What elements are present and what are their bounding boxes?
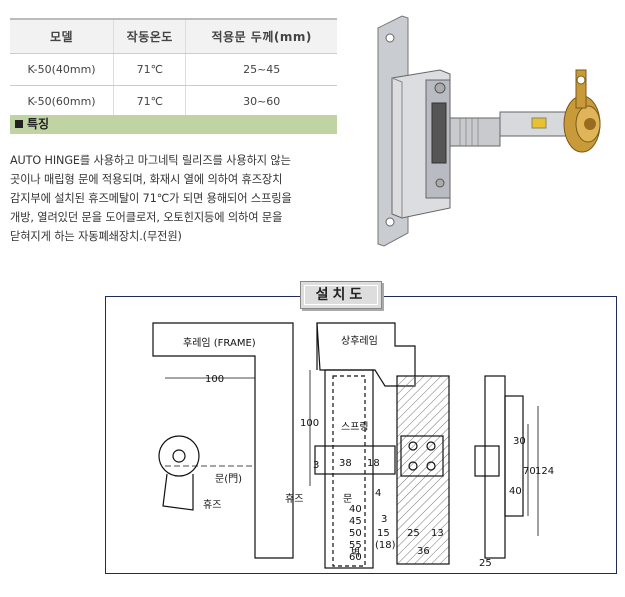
dim-100-vertical: 100 xyxy=(300,418,319,429)
table-row: K-50(40mm) 71℃ 25~45 xyxy=(10,53,337,86)
dim-25b: 25 xyxy=(479,558,492,569)
dim-25a: 25 xyxy=(407,528,420,539)
dim-4: 4 xyxy=(375,488,381,499)
drawing-title: 설치도 xyxy=(300,281,382,309)
dim-50: 50 xyxy=(349,528,362,539)
spec-header-row: 모델 작동온도 적용문 두께(mm) xyxy=(10,18,337,54)
dim-3b: 3 xyxy=(381,514,387,525)
table-row: K-50(60mm) 71℃ 30~60 xyxy=(10,85,337,118)
door-label: 문(門) xyxy=(215,473,242,485)
header-thickness: 적용문 두께(mm) xyxy=(185,18,337,54)
upper-frame-label: 상후레임 xyxy=(341,334,378,347)
features-heading-bar: 특징 xyxy=(10,115,337,134)
fuse-label: 휴즈 xyxy=(203,499,221,511)
bullet-square-icon xyxy=(15,119,23,128)
dim-30: 30 xyxy=(513,436,526,447)
header-temp: 작동온도 xyxy=(113,18,186,54)
dim-70: 70 xyxy=(523,466,536,477)
product-photo xyxy=(377,15,601,247)
dim-18: 18 xyxy=(367,458,380,469)
dim-45: 45 xyxy=(349,516,362,527)
dim-55: 55 xyxy=(349,540,362,551)
features-heading: 특징 xyxy=(27,117,50,131)
description-line: 개방, 열려있던 문을 도어클로저, 오토힌지등에 의하여 문을 xyxy=(10,211,283,224)
dim-13: 13 xyxy=(431,528,444,539)
description-line: 곳이나 매립형 문에 적용되며, 화재시 열에 의하여 휴즈장치 xyxy=(10,173,283,186)
dim-38: 38 xyxy=(339,458,352,469)
features-description: AUTO HINGE를 사용하고 마그네틱 릴리즈를 사용하지 않는 곳이나 매… xyxy=(10,151,342,246)
cell-thickness: 25~45 xyxy=(185,53,337,86)
spec-table: 모델 작동온도 적용문 두께(mm) K-50(40mm) 71℃ 25~45 … xyxy=(10,18,337,118)
description-line: AUTO HINGE를 사용하고 마그네틱 릴리즈를 사용하지 않는 xyxy=(10,154,291,167)
cell-temp: 71℃ xyxy=(113,53,186,86)
frame-label: 후레임 (FRAME) xyxy=(183,336,256,349)
dim-36: 36 xyxy=(417,546,430,557)
spring-label: 스프링 xyxy=(341,421,369,433)
dim-15: 15 xyxy=(377,528,390,539)
cell-temp: 71℃ xyxy=(113,85,186,118)
dim-18b: (18) xyxy=(375,540,396,551)
cell-model: K-50(60mm) xyxy=(10,85,114,118)
door-vertical-label: 문 xyxy=(343,493,352,505)
fuse-label-2: 휴즈 xyxy=(285,493,303,505)
header-model: 모델 xyxy=(10,18,114,54)
dim-60: 60 xyxy=(349,552,362,563)
dim-3a: 3 xyxy=(313,460,319,471)
description-line: 감지부에 설치된 휴즈메탈이 71℃가 되면 용해되어 스프링을 xyxy=(10,192,292,205)
wall-label: 벽 xyxy=(351,547,360,559)
installation-diagram: 후레임 (FRAME) 상후레임 문(門) 휴즈 휴즈 스프링 문 벽 100 … xyxy=(152,322,554,569)
dim-124: 124 xyxy=(535,466,554,477)
dim-40b: 40 xyxy=(509,486,522,497)
cell-thickness: 30~60 xyxy=(185,85,337,118)
dim-100-horizontal: 100 xyxy=(205,374,224,385)
cell-model: K-50(40mm) xyxy=(10,53,114,86)
dim-40: 40 xyxy=(349,504,362,515)
description-line: 닫혀지게 하는 자동폐쇄장치.(무전원) xyxy=(10,230,182,243)
